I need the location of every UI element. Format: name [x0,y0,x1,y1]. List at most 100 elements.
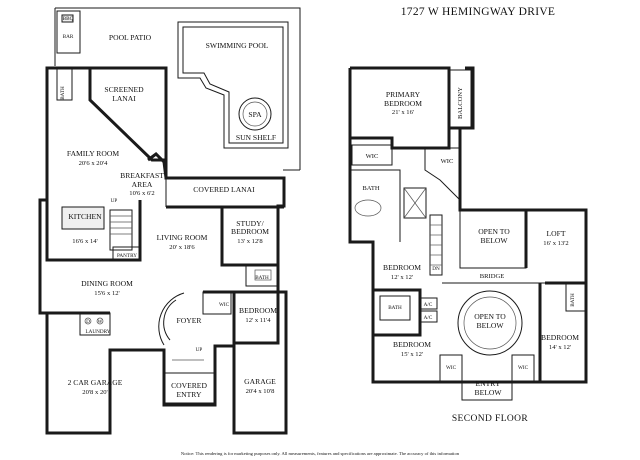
primary-bath-walls [350,169,401,242]
bath-sf-mid-walls [379,295,411,321]
label-garage: GARAGE [244,377,276,386]
label-ac-1: A/C [424,302,433,308]
spa-shape [238,97,272,131]
wic-lower-right-walls [511,354,535,383]
label-bath-ff-top: BATH [60,86,66,100]
label-dryer: D [86,319,90,325]
label-ac-2: A/C [424,315,433,321]
dims-2-car-garage: 20'8 x 20' [82,389,107,396]
label-up-foyer: UP [196,347,203,353]
label-bath-sf-right: BATH [570,293,576,307]
ac-1-box [419,297,438,310]
label-study-bedroom: STUDY/BEDROOM [231,219,269,236]
dims-family-room: 20'6 x 20'4 [79,160,108,167]
label-wic-lower-left: WIC [446,365,457,371]
shower-primary [403,187,427,219]
laundry-walls [79,312,111,336]
second-floor [348,66,588,401]
plan-title: 1727 W HEMINGWAY DRIVE [401,6,556,18]
label-pool-patio: POOL PATIO [109,33,152,42]
study-walls [220,207,278,267]
lanai-diagonal-wall [88,68,166,162]
pool-patio-boundary [55,7,301,170]
first-floor-labels: BBQ BAR POOL PATIO SWIMMING POOL SPA SUN… [60,16,277,399]
label-dining-room: DINING ROOM [81,279,133,288]
label-wic-ff: WIC [219,302,230,308]
open-to-below-mid-circle [457,290,523,356]
open-to-below-mid-inner [463,296,517,350]
label-bedroom-sf-b: BEDROOM [393,340,431,349]
label-bedroom-sf-a: BEDROOM [383,263,421,272]
bedroom-ff-walls [203,290,280,345]
label-bridge: BRIDGE [480,273,505,280]
label-foyer: FOYER [177,316,203,325]
label-bedroom-ff: BEDROOM [239,306,277,315]
dims-garage: 20'4 x 10'8 [246,388,275,395]
label-family-room: FAMILY ROOM [67,149,119,158]
label-spa: SPA [248,110,262,119]
label-laundry: LAUNDRY [85,329,110,335]
wic-sf-left-walls [351,144,393,166]
swimming-pool-outline [177,21,289,149]
foyer-curved-stair-inner [163,299,177,341]
wic-ff-walls [202,291,232,315]
label-second-floor: SECOND FLOOR [452,414,529,424]
dims-breakfast-area: 10'6 x 6'2 [129,190,154,197]
dims-bedroom-sf-b: 15' x 12' [401,351,423,358]
label-living-room: LIVING ROOM [157,233,208,242]
dims-bedroom-ff: 12' x 11'4 [245,317,271,324]
label-swimming-pool: SWIMMING POOL [206,41,269,50]
wic-lower-left-walls [439,354,463,383]
breakfast-bay-wall [147,152,168,179]
ac-2-box [419,310,438,323]
grill-shape [61,14,74,23]
kitchen-island [61,206,105,230]
label-covered-lanai: COVERED LANAI [193,185,255,194]
bbq-bar-counter [56,10,81,54]
dims-bedroom-sf-c: 14' x 12' [549,344,571,351]
entry-below-bump [461,382,513,401]
label-bbq: BBQ [63,16,74,22]
dims-loft: 16' x 13'2 [543,240,568,247]
label-up-kitchen: UP [111,198,118,204]
dryer-icon [84,317,92,325]
label-balcony: BALCONY [457,87,464,119]
dims-living-room: 20' x 18'6 [169,244,195,251]
dims-primary-bedroom: 21' x 16' [392,109,414,116]
kitchen-walls [45,200,142,262]
dims-bedroom-sf-a: 12' x 12' [391,274,413,281]
disclaimer-text: Notice: This rendering is for marketing … [181,451,460,457]
dims-dining-room: 15'6 x 12' [94,290,119,297]
bath-ff-study-walls [245,265,279,287]
foyer-curved-stair [158,292,185,346]
bath-ff-top-walls [56,68,73,101]
dims-study-bedroom: 13' x 12'8 [237,238,263,245]
label-bath-ff-study: BATH [255,275,269,281]
pantry-walls [112,246,142,261]
label-bedroom-sf-c: BEDROOM [541,333,579,342]
label-wic-sf-left: WIC [366,153,379,160]
tub-study [254,269,272,281]
primary-tub [354,199,382,217]
label-loft: LOFT [547,229,566,238]
label-wic-sf-right: WIC [441,158,454,165]
label-dn: DN [432,266,440,272]
dims-kitchen: 16'6 x 14' [72,238,97,245]
label-washer: W [98,319,103,325]
bath-sf-right-walls [565,282,587,312]
first-floor [38,7,301,435]
spa-inner [242,101,268,127]
balcony-outline [448,69,472,129]
label-pantry: PANTRY [117,253,137,259]
first-floor-exterior-wall [38,66,288,435]
label-2-car-garage: 2 CAR GARAGE [68,378,123,387]
